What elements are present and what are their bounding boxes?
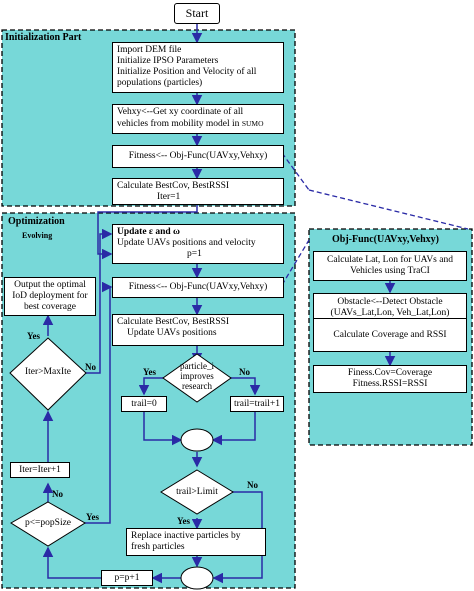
init-calc-line-1: Calculate BestCov, BestRSSI [117, 181, 230, 191]
popsize-decision [10, 501, 86, 547]
maxite-yes-label: Yes [27, 331, 40, 341]
maxite-no-label: No [85, 362, 96, 372]
init-fitness-text: Fitness<-- Obj-Func(UAVxy,Vehxy) [128, 151, 268, 161]
init-line-2: Initialize IPSO Parameters [117, 56, 219, 66]
trail-increment-box: trail=trail+1 [230, 396, 284, 412]
trail-limit-yes-label: Yes [177, 516, 190, 526]
output-box: Output the optimal IoD deployment for be… [4, 277, 96, 316]
init-line-4: populations (particles) [117, 78, 203, 88]
maxite-decision [9, 337, 87, 411]
update-box: Update ε and ω Update UAVs positions and… [112, 224, 284, 264]
initialization-title: Initialization Part [5, 32, 82, 43]
init-calc-line-2: Iter=1 [157, 192, 181, 202]
init-line-1: Import DEM file [117, 45, 182, 55]
iter-increment-box: Iter=Iter+1 [10, 462, 70, 478]
vehxy-line-1: Vehxy<--Get xy coordinate of all [117, 107, 244, 117]
popsize-yes-label: Yes [86, 512, 99, 522]
init-fitness-box: Fitness<-- Obj-Func(UAVxy,Vehxy) [112, 145, 284, 168]
init-import-box: Import DEM file Initialize IPSO Paramete… [112, 42, 284, 93]
vehxy-line-2: vehicles from mobility model in [117, 119, 240, 129]
merge-connector-2 [180, 566, 214, 590]
obj-func-title: Obj-Func(UAVxy,Vehxy) [332, 234, 439, 245]
opt-calc-line-2: Update UAVs positions [127, 328, 217, 338]
opt-calc-line-1: Calculate BestCov, BestRSSI [117, 317, 230, 327]
trail-limit-no-label: No [247, 480, 258, 490]
trail-zero-box: trail=0 [121, 396, 167, 412]
improves-decision [162, 353, 232, 403]
start-terminal: Start [174, 3, 220, 24]
replace-particles-box: Replace inactive particles by fresh part… [126, 528, 266, 556]
obj-latlon-box: Calculate Lat, Lon for UAVs and Vehicles… [313, 251, 467, 281]
obj-fitness-box: Finess.Cov=Coverage Fitness.RSSI=RSSI [313, 365, 467, 393]
trail-limit-label: trail>Limit [176, 487, 218, 497]
popsize-decision-label: p<=popSize [24, 518, 72, 528]
popsize-no-label: No [52, 489, 63, 499]
trail-limit-decision [160, 469, 234, 515]
evolving-subtitle: Evolving [22, 231, 53, 240]
optimization-title: Optimization [8, 216, 65, 227]
merge-connector-1 [180, 428, 214, 452]
p-increment-box: p=p+1 [101, 570, 153, 586]
improves-no-label: No [239, 367, 250, 377]
vehxy-box: Vehxy<--Get xy coordinate of all vehicle… [112, 104, 284, 134]
maxite-decision-label: Iter>MaxIte [25, 367, 71, 377]
update-line-1: Update ε and ω [117, 227, 181, 237]
opt-fitness-text: Fitness<-- Obj-Func(UAVxy,Vehxy) [128, 282, 268, 292]
opt-fitness-box: Fitness<-- Obj-Func(UAVxy,Vehxy) [112, 277, 284, 298]
obj-coverage-box: Calculate Coverage and RSSI [313, 318, 467, 352]
sumo-label: SUMO [241, 119, 264, 128]
update-line-3: p=1 [187, 249, 202, 259]
improves-decision-label: particle_i improves research [180, 361, 214, 391]
init-line-3: Initialize Position and Velocity of all [117, 67, 257, 77]
opt-calc-box: Calculate BestCov, BestRSSI Update UAVs … [112, 314, 284, 346]
improves-yes-label: Yes [143, 367, 156, 377]
init-calc-box: Calculate BestCov, BestRSSI Iter=1 [112, 178, 284, 205]
update-line-2: Update UAVs positions and velocity [117, 238, 256, 248]
